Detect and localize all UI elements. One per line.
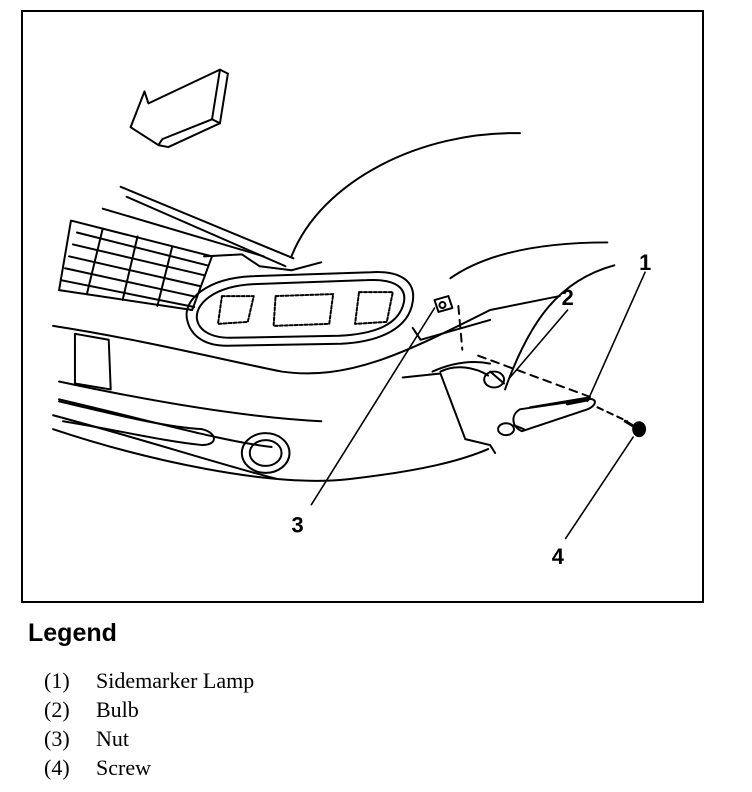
legend-item-label: Nut bbox=[96, 726, 129, 751]
sidemarker-lamp-diagram: 1 2 3 4 bbox=[52, 68, 651, 569]
callout-2: 2 bbox=[562, 285, 574, 310]
callout-3: 3 bbox=[291, 512, 303, 537]
grille bbox=[58, 219, 323, 311]
fog-lamp bbox=[240, 432, 291, 474]
headlamp bbox=[185, 271, 415, 347]
callout-4: 4 bbox=[552, 544, 565, 569]
legend-item: (1) Sidemarker Lamp bbox=[44, 666, 254, 695]
lower-air-intake bbox=[58, 400, 215, 447]
leader-line-1 bbox=[586, 271, 646, 403]
leader-line-3 bbox=[310, 307, 436, 506]
lamp-opening bbox=[401, 372, 497, 454]
screw bbox=[623, 419, 647, 438]
legend-item: (4) Screw bbox=[44, 753, 254, 782]
legend-item-label: Bulb bbox=[96, 697, 139, 722]
legend-item-number: (2) bbox=[44, 697, 70, 722]
legend-item-number: (4) bbox=[44, 755, 70, 780]
leader-line-4 bbox=[564, 436, 634, 540]
legend-list: (1) Sidemarker Lamp (2) Bulb (3) Nut (4) Scr… bbox=[44, 666, 254, 782]
legend-item: (3) Nut bbox=[44, 724, 254, 753]
sidemarker-lamp bbox=[497, 396, 596, 437]
legend-title: Legend bbox=[28, 619, 117, 647]
callout-1: 1 bbox=[639, 250, 651, 275]
nut bbox=[433, 295, 454, 313]
plate-bracket bbox=[73, 332, 112, 391]
legend-item-number: (3) bbox=[44, 726, 70, 751]
legend-item-number: (1) bbox=[44, 668, 70, 693]
direction-arrow-icon bbox=[129, 68, 229, 149]
wheel-arch-outline bbox=[504, 264, 616, 391]
bulb bbox=[439, 366, 506, 389]
legend-item-label: Screw bbox=[96, 755, 151, 780]
legend-item: (2) Bulb bbox=[44, 695, 254, 724]
leader-line-2 bbox=[509, 309, 569, 379]
legend-item-label: Sidemarker Lamp bbox=[96, 668, 255, 693]
fender-outline bbox=[449, 241, 609, 280]
hood-outline bbox=[290, 132, 521, 258]
diagram-frame: 1 2 3 4 bbox=[21, 10, 704, 603]
